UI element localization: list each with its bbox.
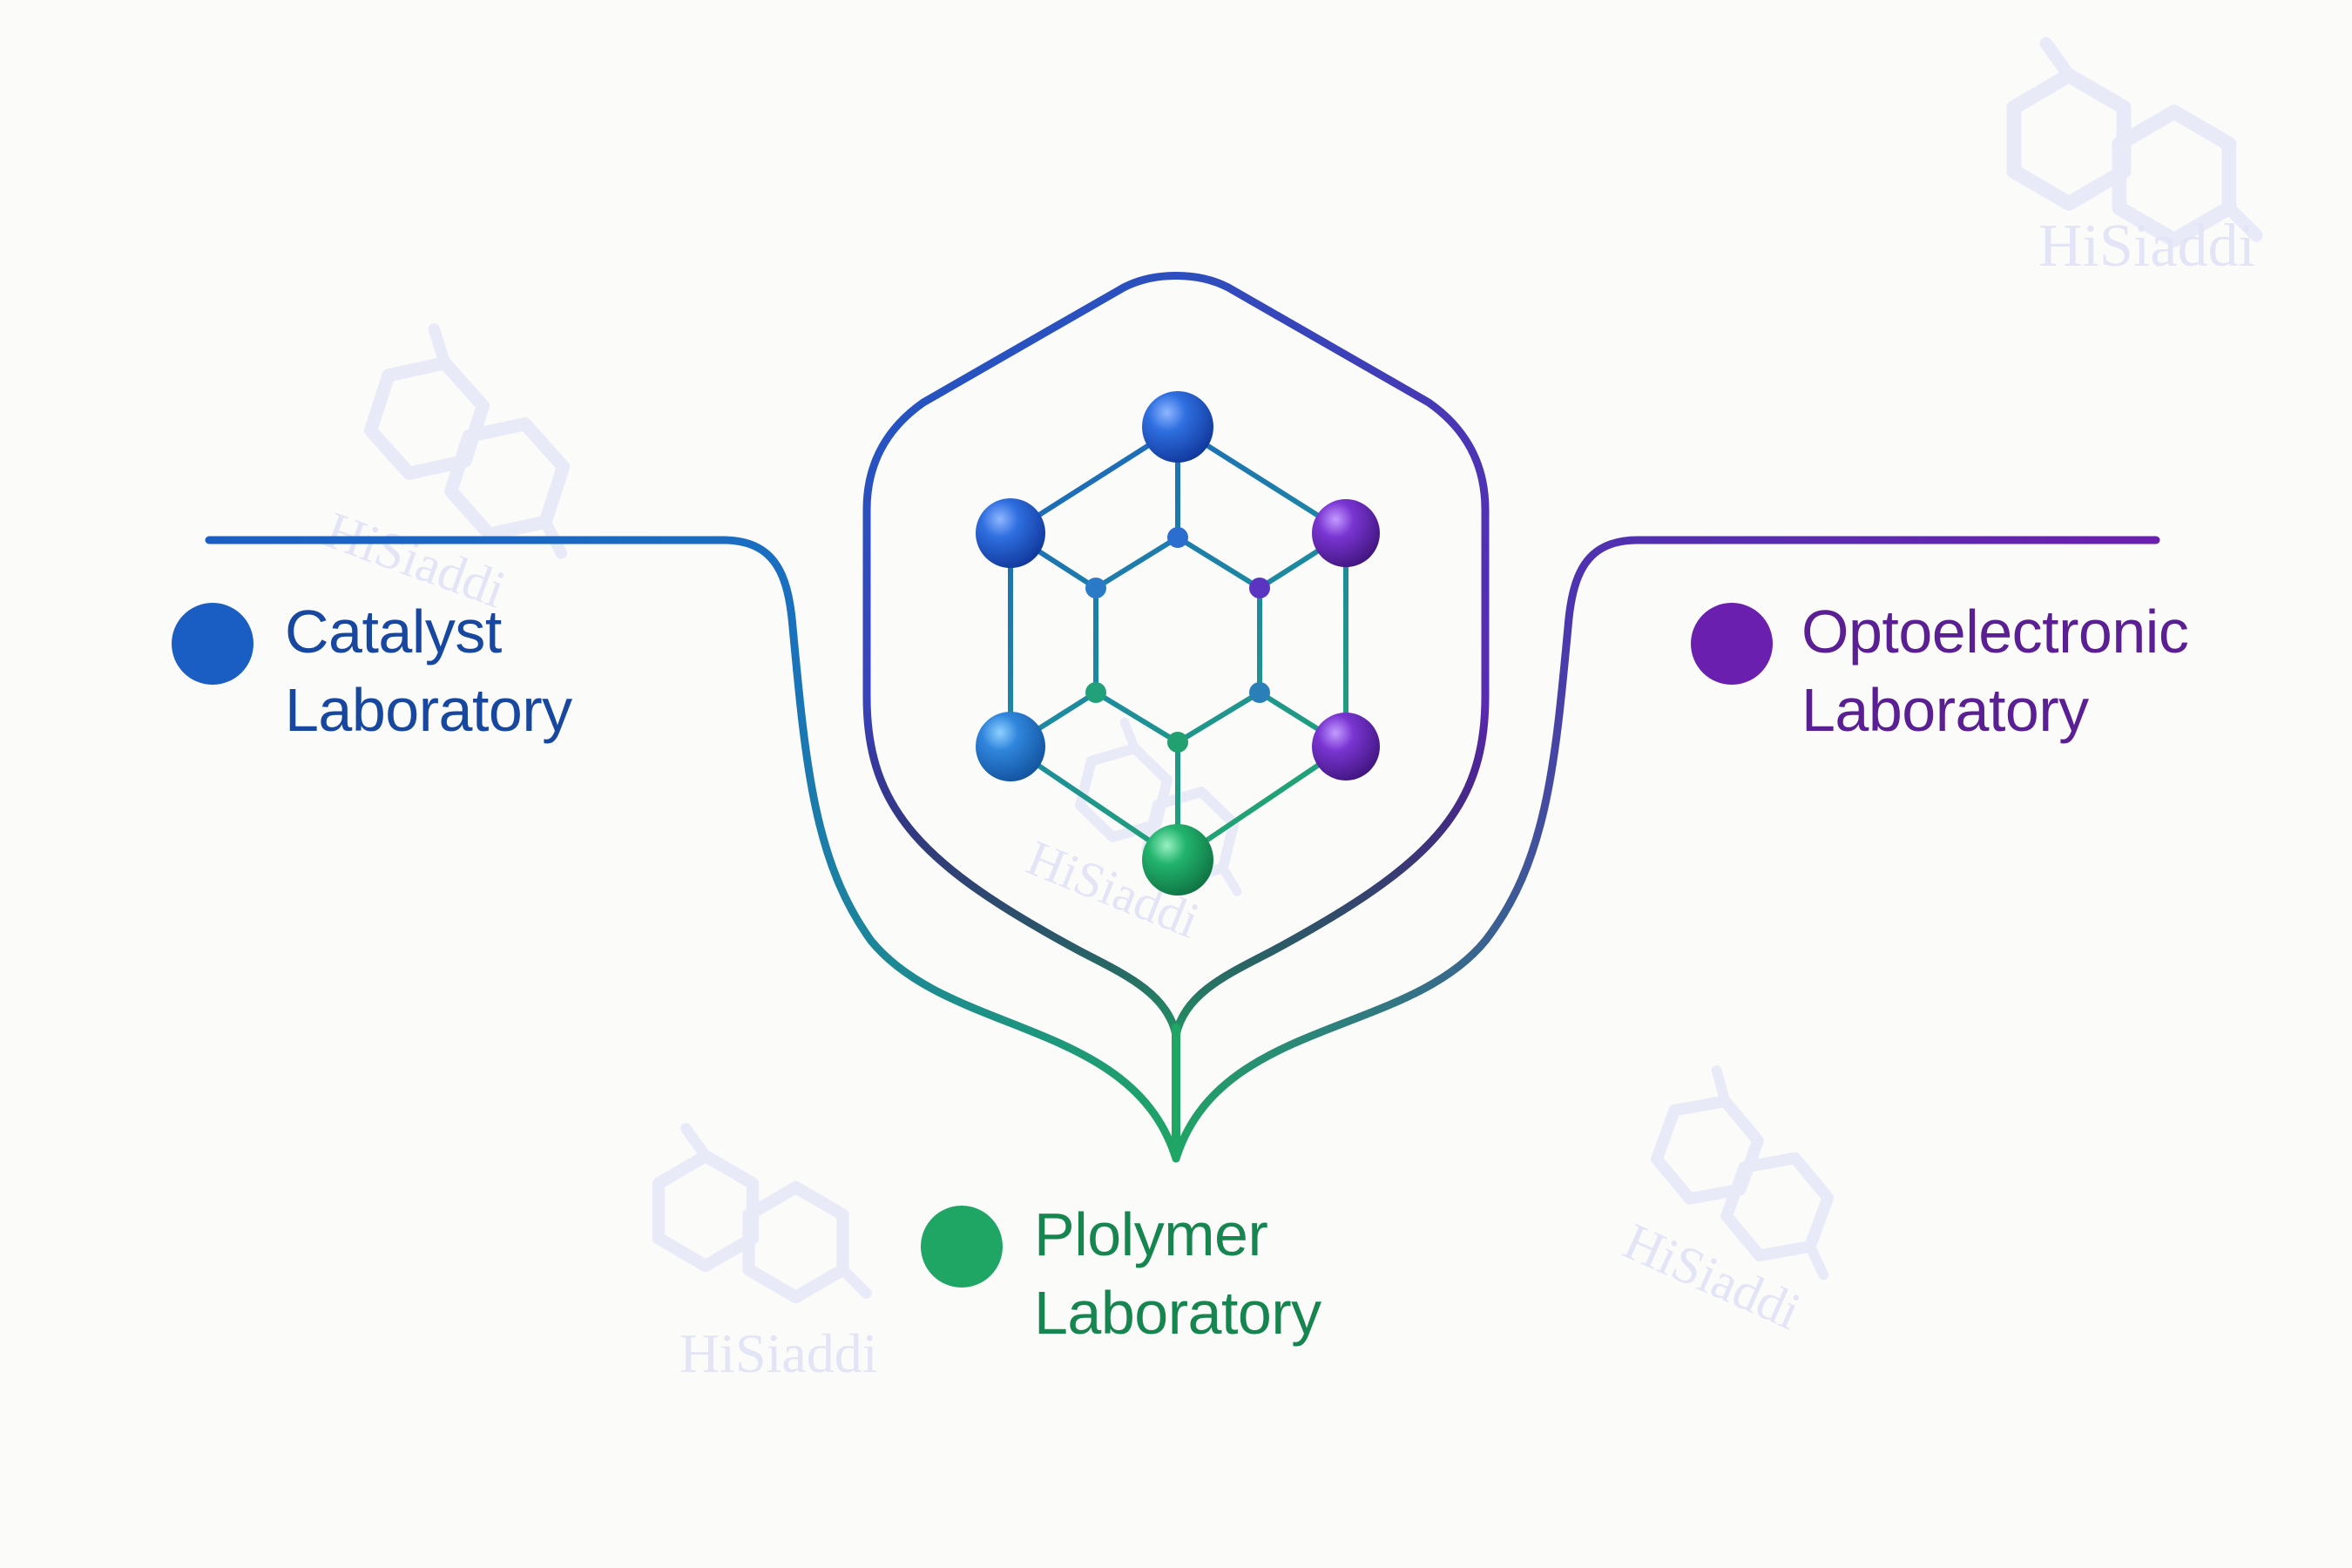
- catalyst-lab-title: Catalyst: [285, 598, 502, 666]
- optoelectronic-lab-subtitle: Laboratory: [1801, 676, 2089, 744]
- polymer-lab-title: Plolymer: [1034, 1200, 1268, 1268]
- optoelectronic-marker-icon: [1691, 603, 1773, 685]
- catalyst-marker-icon: [172, 603, 253, 685]
- watermark-text: HiSiaddi: [2038, 213, 2255, 280]
- shield-frame: [862, 272, 1490, 1039]
- optoelectronic-connector-line: [1172, 536, 2160, 1163]
- optoelectronic-lab-label: Optoelectronic Laboratory: [1801, 592, 2189, 749]
- polymer-lab-subtitle: Laboratory: [1034, 1279, 1321, 1347]
- molecule-icon: [976, 391, 1380, 896]
- catalyst-lab-label: Catalyst Laboratory: [285, 592, 572, 749]
- catalyst-connector-line: [205, 536, 1180, 1163]
- polymer-lab-label: Plolymer Laboratory: [1034, 1195, 1321, 1352]
- optoelectronic-lab-title: Optoelectronic: [1801, 598, 2189, 666]
- watermark-text: HiSiaddi: [679, 1322, 878, 1384]
- catalyst-lab-subtitle: Laboratory: [285, 676, 572, 744]
- watermark-text: HiSiaddi: [1616, 1213, 1809, 1341]
- polymer-marker-icon: [921, 1206, 1003, 1288]
